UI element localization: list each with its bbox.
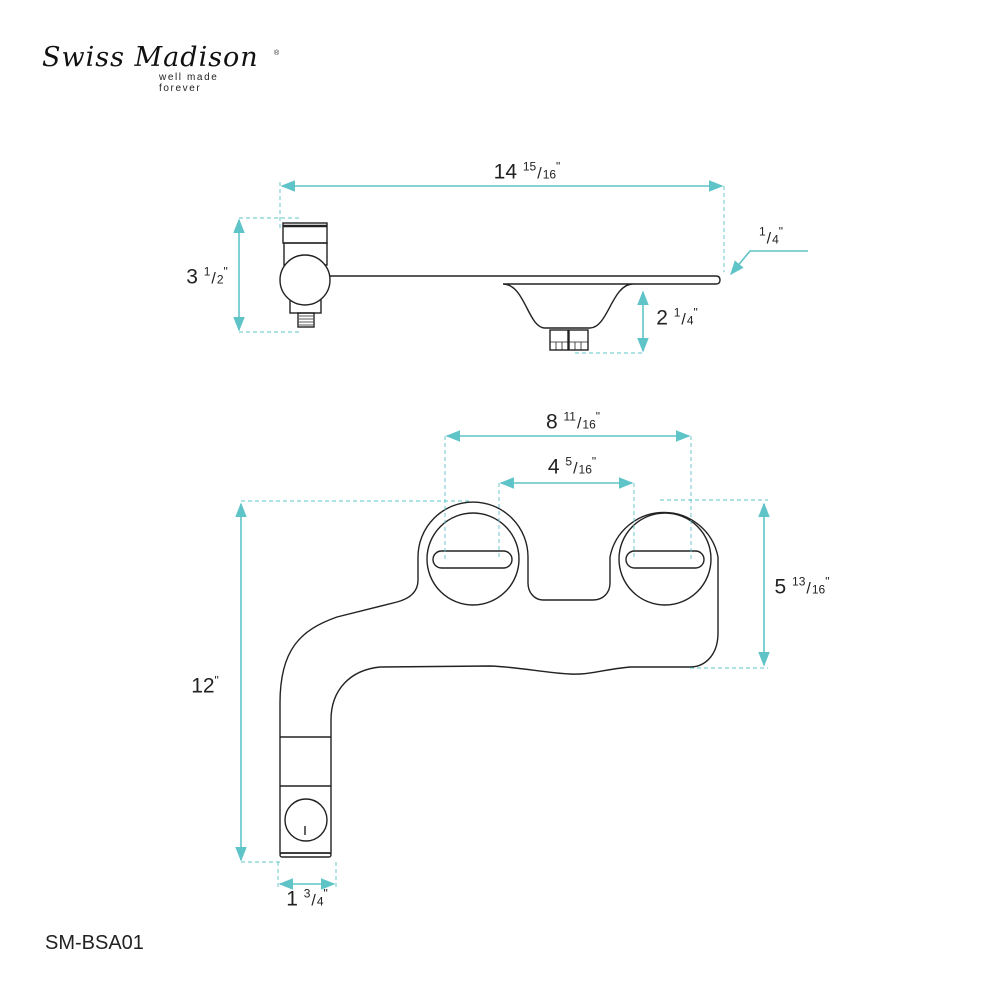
brand-tagline: well made forever (159, 72, 219, 94)
dim-plate-depth: 5 13/16" (774, 574, 830, 599)
bidet-arm (326, 275, 721, 329)
model-number: SM-BSA01 (45, 932, 144, 954)
bidet-plate-outline (279, 501, 719, 854)
registered-mark: ® (274, 50, 280, 57)
slot-left (432, 550, 513, 569)
dim-plate-thickness: 1/4" (758, 224, 784, 248)
top-view (279, 501, 719, 858)
extension-lines (239, 182, 768, 890)
dim-valve-height: 3 1/2" (186, 264, 228, 289)
dim-nozzle-drop: 2 1/4" (656, 305, 698, 330)
dim-overall-depth: 12" (191, 673, 219, 698)
mount-ring-right (618, 512, 712, 606)
dimension-lines (233, 180, 808, 890)
dim-slot-inner-span: 4 5/16" (547, 454, 597, 479)
dim-stem-width: 1 3/4" (286, 886, 328, 911)
control-knob (284, 798, 328, 842)
brand-name: Swiss Madison (42, 42, 259, 73)
dim-slot-outer-span: 8 11/16" (545, 409, 601, 434)
mount-ring-left (426, 512, 520, 606)
nozzle-right (568, 329, 589, 351)
valve-knob (279, 254, 331, 306)
side-view (279, 222, 721, 351)
thread-connector (297, 312, 315, 328)
slot-right (625, 550, 705, 569)
nozzle-left (549, 329, 569, 351)
brand-logo: Swiss Madison ® well made forever (42, 42, 279, 94)
dim-overall-length: 14 15/16" (493, 159, 561, 184)
